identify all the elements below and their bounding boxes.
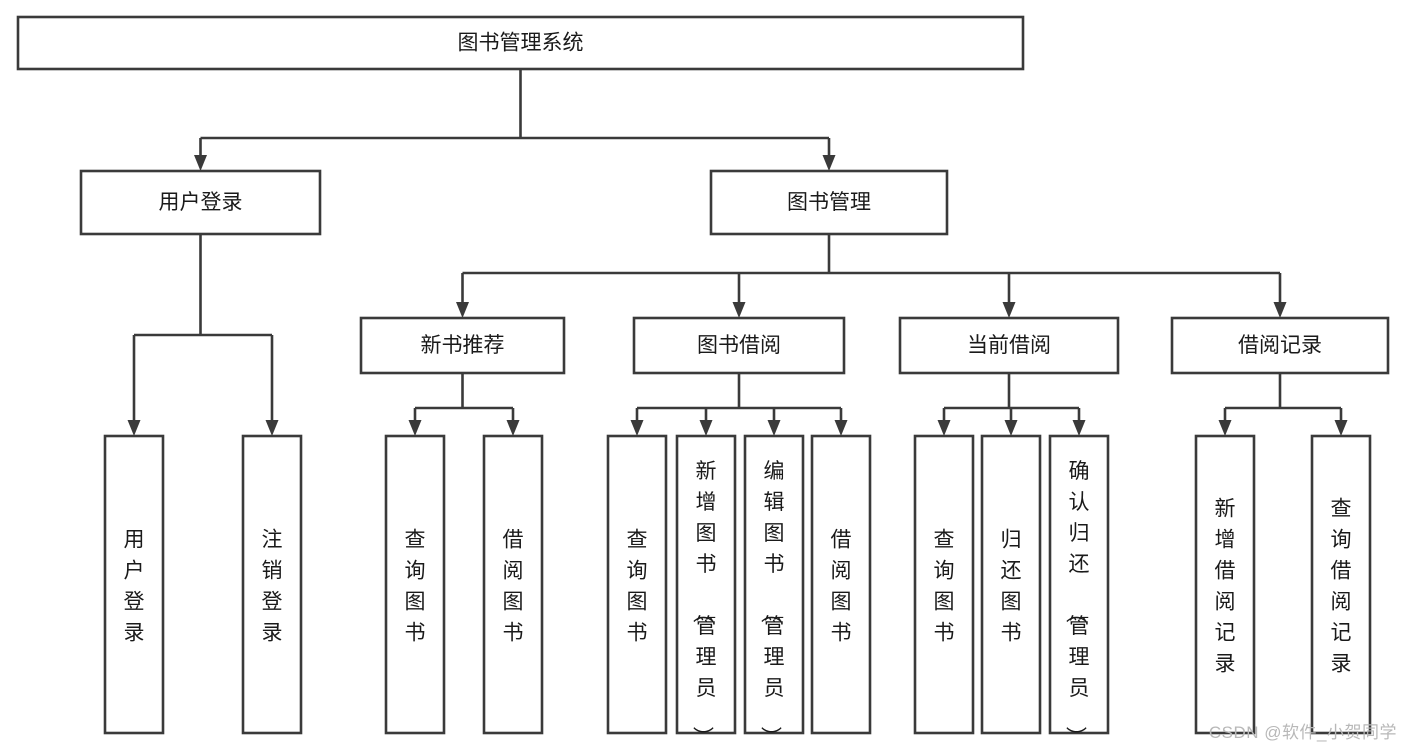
- arrow-head-icon: [834, 420, 848, 436]
- node-label-user-login: 用户登录: [159, 191, 243, 214]
- node-label-leaf-confirm-return: 确认归还（管理员）: [1064, 460, 1090, 747]
- connector-conn-record-bus: [1218, 373, 1348, 436]
- arrow-head-icon: [1072, 420, 1086, 436]
- node-label-leaf-return-book: 归还图书: [1001, 529, 1022, 645]
- node-box-borrow-record[interactable]: [1170, 316, 1390, 375]
- connector-conn-current-bus: [937, 373, 1086, 436]
- arrow-head-icon: [822, 155, 836, 171]
- node-borrow-record[interactable]: 借阅记录: [1170, 316, 1390, 375]
- arrow-head-icon: [1218, 420, 1232, 436]
- arrow-head-icon: [506, 420, 520, 436]
- node-label-root: 图书管理系统: [458, 32, 584, 55]
- node-box-leaf-confirm-return[interactable]: [1048, 434, 1110, 735]
- node-leaf-borrow-book[interactable]: 借阅图书: [810, 434, 872, 735]
- connector-conn-bookmgmt-bus: [456, 234, 1287, 318]
- arrow-head-icon: [456, 302, 469, 318]
- node-box-leaf-logout[interactable]: [241, 434, 303, 735]
- node-box-book-management[interactable]: [709, 169, 949, 236]
- node-box-leaf-query-book-recommend[interactable]: [384, 434, 446, 735]
- node-label-leaf-add-book: 新增图书（管理员）: [691, 460, 717, 747]
- node-box-leaf-query-book-current[interactable]: [913, 434, 975, 735]
- node-leaf-query-borrow-record[interactable]: 查询借阅记录: [1310, 434, 1372, 735]
- node-label-current-borrow: 当前借阅: [967, 334, 1051, 357]
- connector-layer: [127, 69, 1348, 436]
- node-box-leaf-user-login[interactable]: [103, 434, 165, 735]
- arrow-head-icon: [699, 420, 713, 436]
- arrow-head-icon: [1273, 302, 1287, 318]
- node-box-user-login[interactable]: [79, 169, 322, 236]
- node-leaf-query-book-borrow[interactable]: 查询图书: [606, 434, 668, 735]
- node-leaf-edit-book[interactable]: 编辑图书（管理员）: [743, 434, 805, 747]
- arrow-head-icon: [732, 302, 746, 318]
- arrow-head-icon: [265, 420, 279, 436]
- connector-conn-userlogin-bus: [127, 234, 279, 436]
- node-box-leaf-return-book[interactable]: [980, 434, 1042, 735]
- arrow-head-icon: [630, 420, 644, 436]
- node-box-leaf-query-borrow-record[interactable]: [1310, 434, 1372, 735]
- node-label-leaf-query-book-current: 查询图书: [934, 529, 955, 645]
- node-leaf-add-book[interactable]: 新增图书（管理员）: [675, 434, 737, 747]
- node-current-borrow[interactable]: 当前借阅: [898, 316, 1120, 375]
- arrow-head-icon: [1334, 420, 1348, 436]
- node-box-new-book-recommend[interactable]: [359, 316, 566, 375]
- node-box-leaf-borrow-book[interactable]: [810, 434, 872, 735]
- node-label-leaf-query-book-borrow: 查询图书: [627, 529, 648, 645]
- node-box-leaf-edit-book[interactable]: [743, 434, 805, 735]
- node-box-book-borrow[interactable]: [632, 316, 846, 375]
- node-layer: 图书管理系统用户登录图书管理新书推荐图书借阅当前借阅借阅记录用户登录注销登录查询…: [16, 15, 1390, 747]
- node-box-root[interactable]: [16, 15, 1025, 71]
- node-root[interactable]: 图书管理系统: [16, 15, 1025, 71]
- node-user-login[interactable]: 用户登录: [79, 169, 322, 236]
- node-new-book-recommend[interactable]: 新书推荐: [359, 316, 566, 375]
- arrow-head-icon: [1002, 302, 1016, 318]
- arrow-head-icon: [937, 420, 951, 436]
- node-label-borrow-record: 借阅记录: [1238, 334, 1322, 357]
- node-label-leaf-edit-book: 编辑图书（管理员）: [759, 460, 785, 747]
- node-book-management[interactable]: 图书管理: [709, 169, 949, 236]
- arrow-head-icon: [127, 420, 141, 436]
- arrow-head-icon: [767, 420, 781, 436]
- arrow-head-icon: [194, 155, 207, 171]
- node-box-leaf-query-book-borrow[interactable]: [606, 434, 668, 735]
- node-leaf-user-login[interactable]: 用户登录: [103, 434, 165, 735]
- node-box-current-borrow[interactable]: [898, 316, 1120, 375]
- node-label-leaf-query-borrow-record: 查询借阅记录: [1331, 498, 1352, 676]
- node-leaf-query-book-recommend[interactable]: 查询图书: [384, 434, 446, 735]
- node-leaf-return-book[interactable]: 归还图书: [980, 434, 1042, 735]
- arrow-head-icon: [408, 420, 422, 436]
- node-box-leaf-borrow-book-recommend[interactable]: [482, 434, 544, 735]
- node-book-borrow[interactable]: 图书借阅: [632, 316, 846, 375]
- node-box-leaf-add-borrow-record[interactable]: [1194, 434, 1256, 735]
- connector-conn-root-bus: [194, 69, 836, 171]
- node-label-leaf-borrow-book-recommend: 借阅图书: [503, 529, 524, 645]
- node-leaf-add-borrow-record[interactable]: 新增借阅记录: [1194, 434, 1256, 735]
- node-label-leaf-borrow-book: 借阅图书: [831, 529, 852, 645]
- node-label-new-book-recommend: 新书推荐: [421, 334, 505, 357]
- node-box-leaf-add-book[interactable]: [675, 434, 737, 735]
- node-label-leaf-user-login: 用户登录: [124, 529, 145, 645]
- connector-conn-recommend-bus: [408, 373, 520, 436]
- node-label-leaf-query-book-recommend: 查询图书: [405, 529, 426, 645]
- node-label-book-borrow: 图书借阅: [697, 334, 781, 357]
- node-leaf-logout[interactable]: 注销登录: [241, 434, 303, 735]
- node-label-book-management: 图书管理: [787, 191, 871, 214]
- arrow-head-icon: [1004, 420, 1018, 436]
- node-label-leaf-add-borrow-record: 新增借阅记录: [1215, 498, 1236, 676]
- node-leaf-confirm-return[interactable]: 确认归还（管理员）: [1048, 434, 1110, 747]
- node-label-leaf-logout: 注销登录: [262, 529, 283, 645]
- connector-conn-borrow-bus: [630, 373, 848, 436]
- node-leaf-borrow-book-recommend[interactable]: 借阅图书: [482, 434, 544, 735]
- node-leaf-query-book-current[interactable]: 查询图书: [913, 434, 975, 735]
